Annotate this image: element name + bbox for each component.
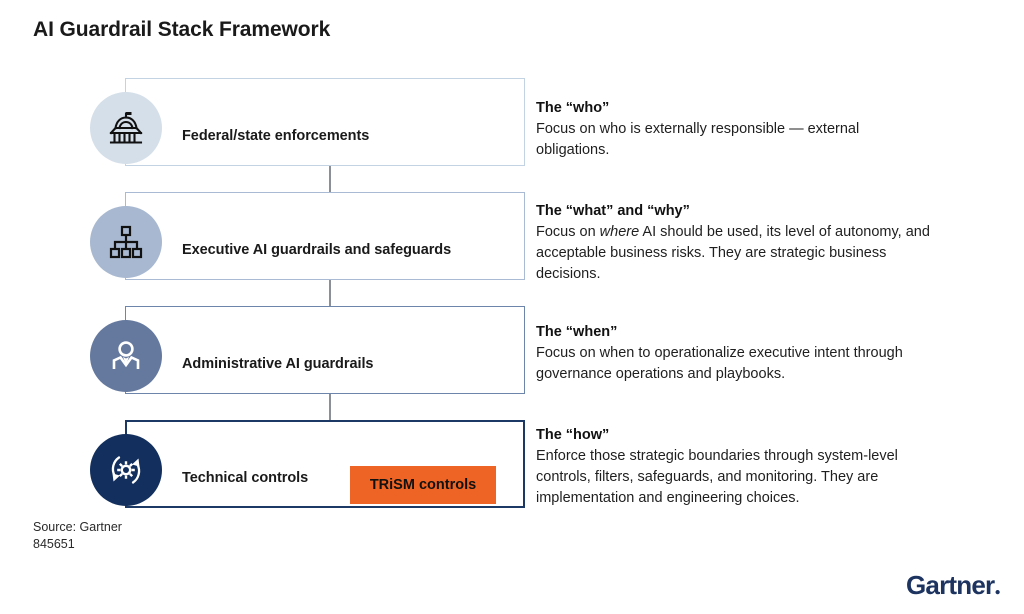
org-hierarchy-icon <box>90 206 162 278</box>
description-body-pre: Focus on <box>536 224 600 240</box>
source-note: Source: Gartner 845651 <box>33 519 122 553</box>
description-title: The “how” <box>536 427 610 443</box>
description-body: Enforce those strategic boundaries throu… <box>536 448 898 506</box>
description-body: Focus on who is externally responsible —… <box>536 121 860 158</box>
description-title: The “when” <box>536 324 618 340</box>
capitol-building-icon <box>90 92 162 164</box>
document-id: 845651 <box>33 537 75 551</box>
person-user-icon <box>90 320 162 392</box>
gartner-logo-dot: . <box>994 571 1001 600</box>
description-who: The “who” Focus on who is externally res… <box>536 98 936 161</box>
layer-label: Executive AI guardrails and safeguards <box>182 242 452 258</box>
description-body-post: AI should be used, its level of autonomy… <box>536 224 930 282</box>
source-label: Source: Gartner <box>33 520 122 534</box>
description-when: The “when” Focus on when to operationali… <box>536 322 936 385</box>
trism-controls-badge[interactable]: TRiSM controls <box>350 466 496 504</box>
description-body-emphasis: where <box>599 224 640 240</box>
page-title: AI Guardrail Stack Framework <box>33 18 331 41</box>
layer-label: Technical controls <box>182 470 309 486</box>
layer-box <box>125 78 525 166</box>
layer-box <box>125 192 525 280</box>
description-title: The “what” and “why” <box>536 203 690 219</box>
gartner-logo: Gartner. <box>906 570 1001 601</box>
gear-refresh-icon <box>90 434 162 506</box>
connector-1-2 <box>329 166 331 192</box>
layer-label: Federal/state enforcements <box>182 128 370 144</box>
description-body: Focus on when to operationalize executiv… <box>536 345 903 382</box>
layer-box <box>125 306 525 394</box>
gartner-logo-text: Gartner <box>906 570 995 600</box>
connector-3-4 <box>329 394 331 420</box>
connector-2-3 <box>329 280 331 306</box>
description-how: The “how” Enforce those strategic bounda… <box>536 425 936 509</box>
layer-label: Administrative AI guardrails <box>182 356 374 372</box>
description-title: The “who” <box>536 100 610 116</box>
description-what-why: The “what” and “why” Focus on where AI s… <box>536 201 936 285</box>
description-body: Focus on where AI should be used, its le… <box>536 222 936 285</box>
